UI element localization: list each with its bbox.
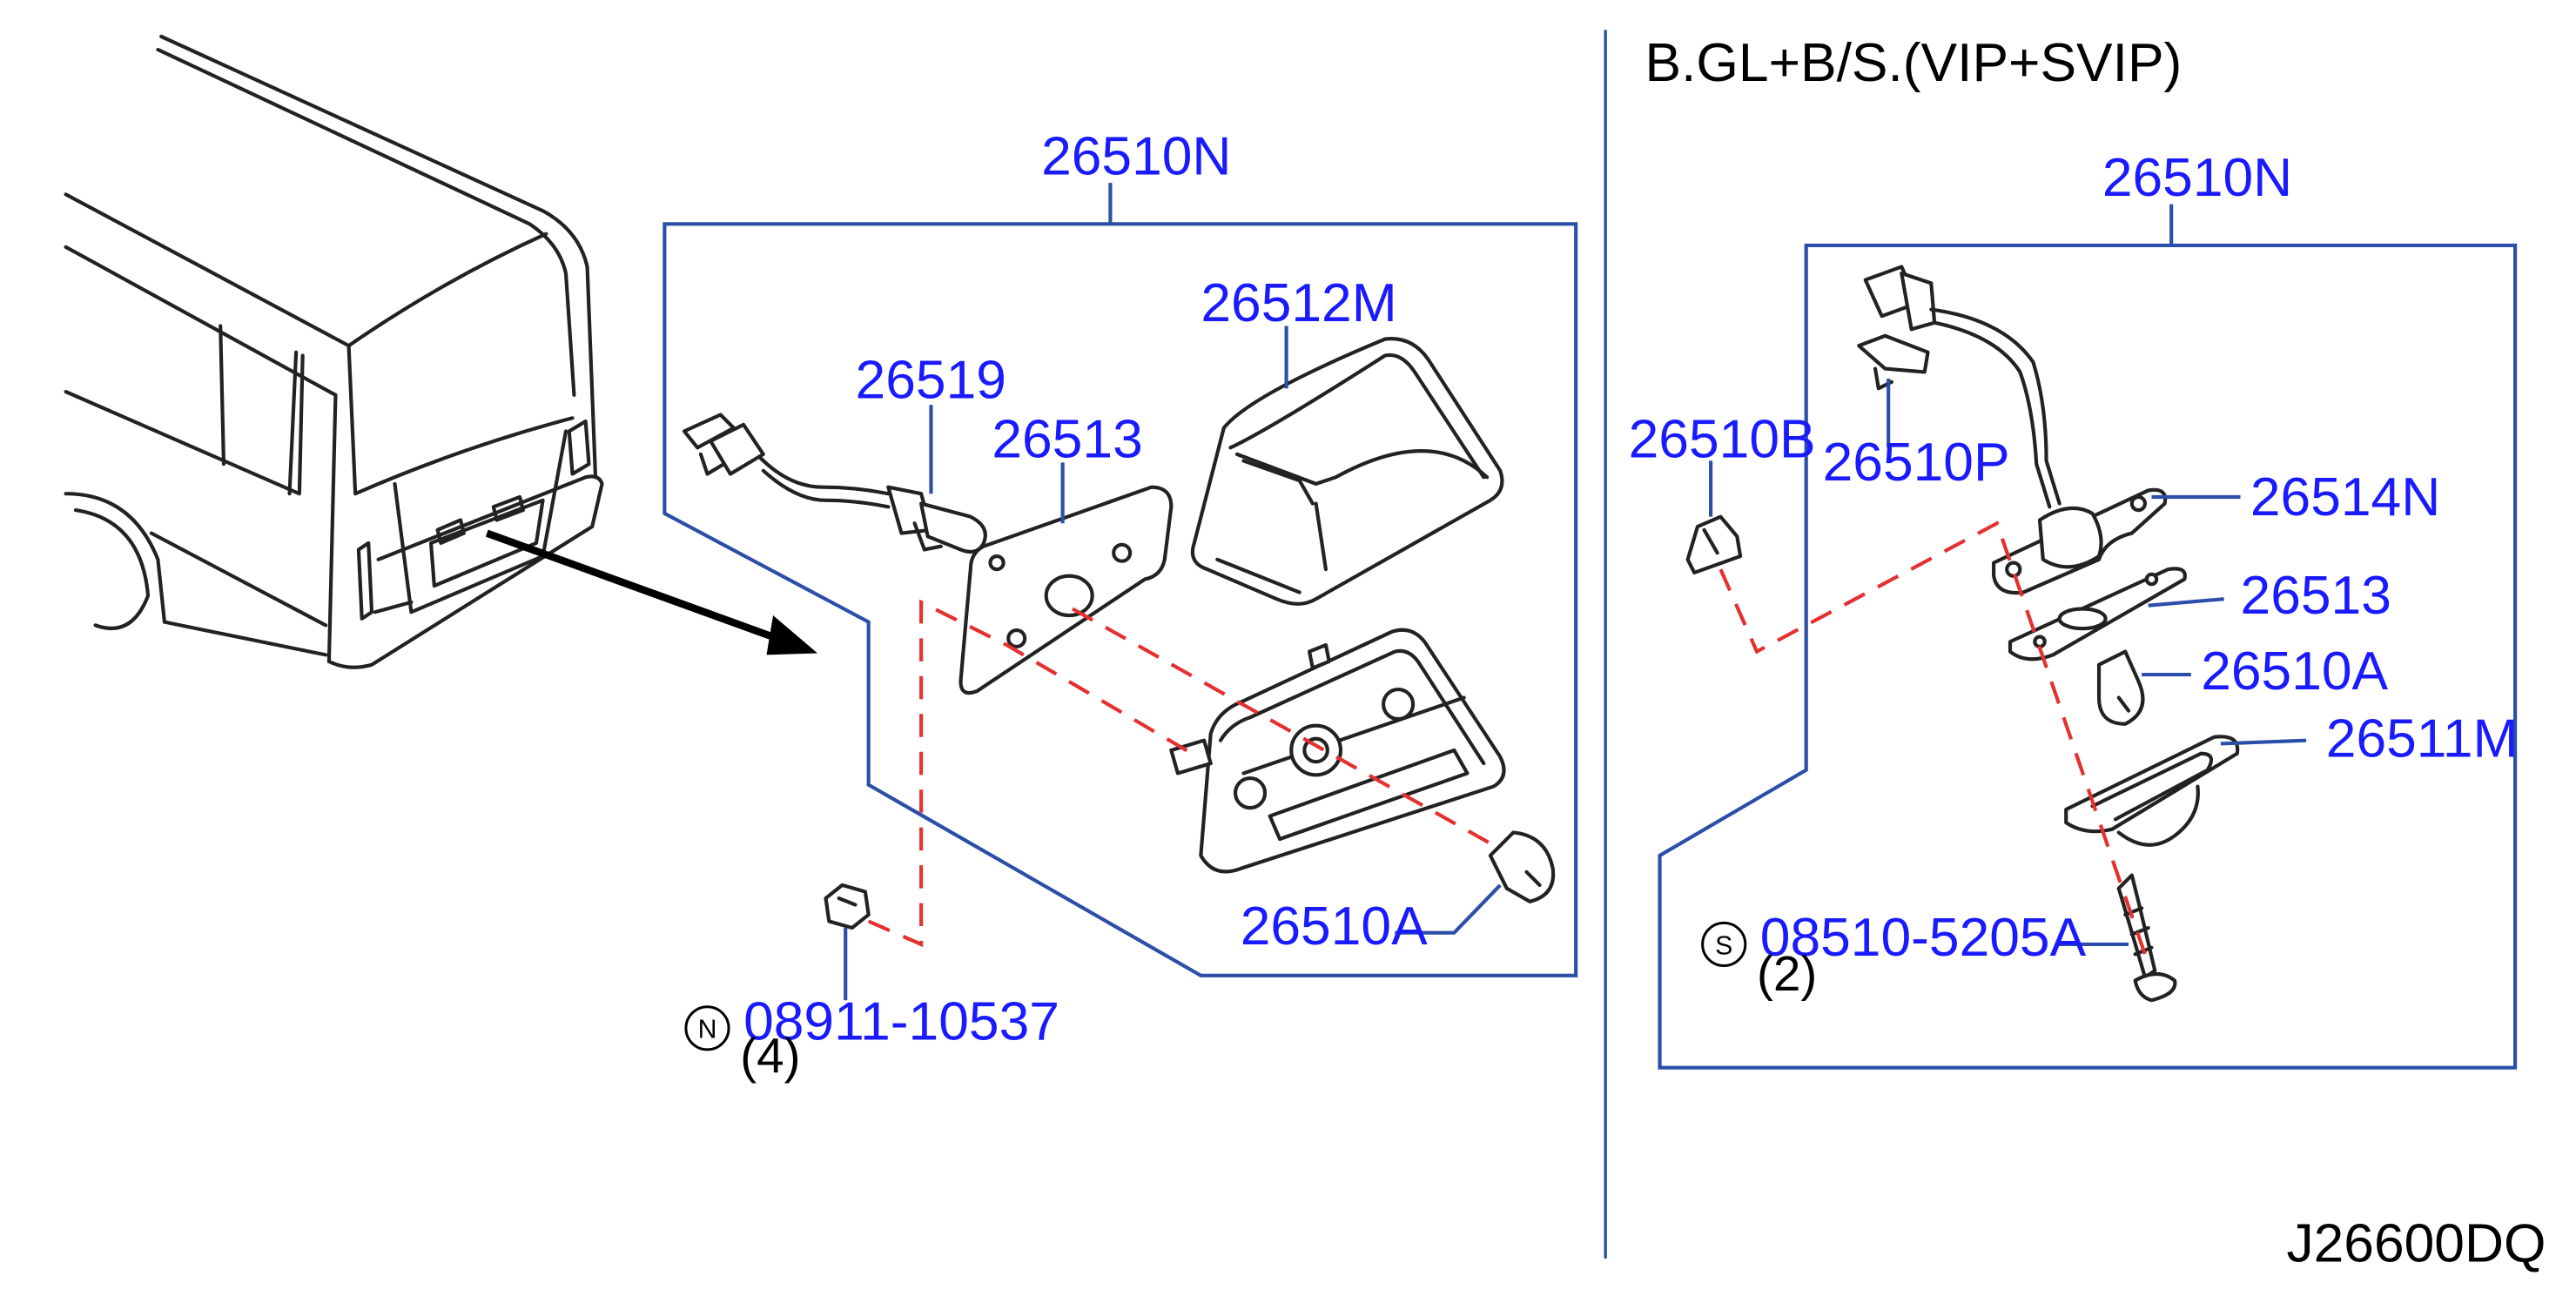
left-assembly-boundary: [662, 222, 1578, 977]
label-left-harness: 26519: [856, 351, 1006, 411]
lens-right-part: [2064, 735, 2240, 847]
lens-cover-part: [1190, 337, 1504, 606]
right-assembly-boundary: [1658, 243, 2518, 1070]
right-assembly: 26510N 26510B 26510P 26514N 26513 26510A…: [1629, 148, 2519, 1070]
label-right-bulb: 26510A: [2201, 641, 2388, 702]
bulb-part: [1488, 830, 1556, 903]
connector-part: [1857, 265, 2061, 509]
diagram-code: J26600DQ: [2286, 1214, 2546, 1274]
label-right-housing: 26514N: [2250, 467, 2440, 527]
label-right-assembly: 26510N: [2102, 148, 2292, 208]
screw-symbol: S: [1715, 931, 1732, 960]
label-right-gasket: 26513: [2241, 566, 2391, 626]
label-left-lens: 26512M: [1201, 273, 1396, 333]
label-right-lens: 26511M: [2326, 709, 2519, 769]
label-nut-qty: (4): [740, 1029, 800, 1084]
bulb-right-part: [2096, 649, 2145, 726]
label-screw-qty: (2): [1757, 947, 1817, 1002]
label-screw-part: 08510-5205A: [1760, 908, 2087, 968]
label-right-connector: 26510P: [1823, 433, 2010, 493]
gasket-part: [958, 485, 1174, 695]
label-left-bulb: 26510A: [1241, 896, 1428, 957]
housing-part: [1992, 487, 2168, 595]
screw-part: [2116, 873, 2177, 1003]
van-illustration: [64, 34, 604, 669]
nut-symbol: N: [698, 1016, 717, 1044]
label-nut-part: 08911-10537: [743, 992, 1059, 1052]
gasket-right-part: [2008, 567, 2187, 661]
label-right-clip: 26510B: [1629, 410, 1816, 470]
label-left-assembly: 26510N: [1041, 127, 1231, 187]
direction-arrow: [485, 529, 818, 655]
nut-part: [824, 883, 871, 930]
screw-symbol-circle: [1701, 921, 1747, 968]
left-assembly: 26510N 26512M 26519 26513 26510A N 08911…: [662, 127, 1578, 1084]
label-left-gasket: 26513: [992, 410, 1142, 470]
harness-part: [682, 413, 987, 554]
clip-part: [1685, 514, 1743, 574]
lamp-housing-part: [1169, 628, 1506, 874]
variant-header: B.GL+B/S.(VIP+SVIP): [1645, 33, 2183, 93]
nut-symbol-circle: [684, 1005, 730, 1051]
